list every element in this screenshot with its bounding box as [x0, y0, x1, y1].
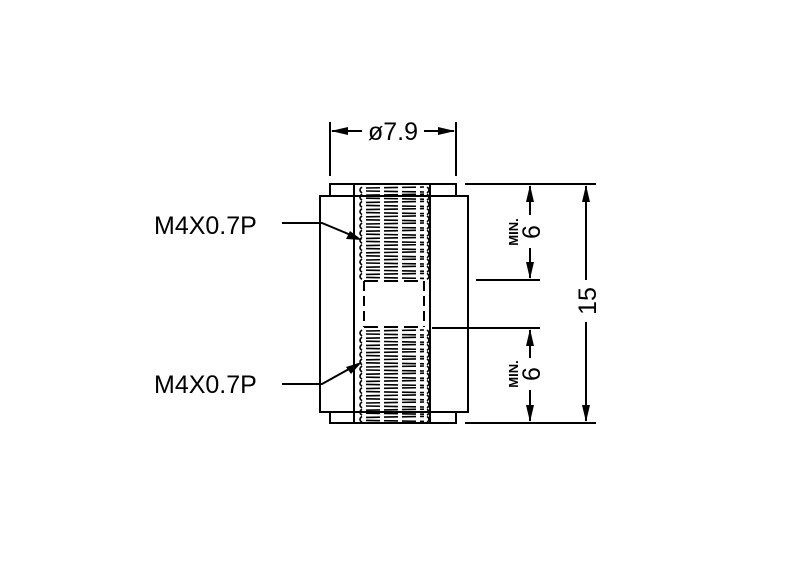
depth-dimensions: MIN. 6 MIN. 6: [432, 183, 596, 424]
thread-line: [359, 415, 430, 424]
arrow-icon: [346, 362, 362, 374]
thread-line: [359, 350, 430, 359]
thread-line: [359, 343, 430, 352]
thread-line: [359, 365, 430, 373]
thread-line: [359, 186, 430, 194]
thread-line: [359, 258, 430, 266]
thread-line: [359, 243, 430, 252]
thread-line: [359, 336, 430, 344]
thread-line: [359, 358, 430, 366]
thread-line: [359, 229, 430, 237]
thread-line: [359, 251, 430, 259]
thread-line: [359, 386, 430, 395]
bottom-flange: [329, 411, 457, 424]
min-label: MIN.: [506, 360, 521, 387]
diameter-label: ø7.9: [368, 118, 418, 146]
thread-callout-bottom: M4X0.7P: [154, 362, 362, 399]
overall-length-label: 15: [574, 287, 602, 315]
overall-length-dimension: 15: [574, 185, 602, 422]
thread-line: [359, 215, 430, 223]
thread-line: [359, 372, 430, 380]
thread-line: [359, 200, 430, 209]
thread-callout-top: M4X0.7P: [154, 212, 362, 240]
standoff-outline: [319, 183, 469, 424]
depth-value: 6: [518, 367, 546, 381]
thread-hatching: [359, 186, 430, 424]
thread-line: [359, 401, 430, 409]
diameter-dimension: ø7.9: [329, 118, 457, 176]
arrow-icon: [438, 127, 455, 135]
thread-line: [359, 265, 430, 273]
thread-callout-label: M4X0.7P: [154, 371, 257, 399]
thread-line: [359, 329, 430, 337]
thread-line: [359, 193, 430, 201]
arrow-icon: [346, 231, 362, 240]
thread-callout-label: M4X0.7P: [154, 212, 257, 240]
thread-line: [359, 379, 430, 388]
body: [319, 195, 469, 413]
thread-line: [359, 222, 430, 230]
min-label: MIN.: [506, 218, 521, 245]
depth-value: 6: [518, 225, 546, 239]
thread-line: [359, 394, 430, 402]
thread-line: [359, 236, 430, 245]
thread-line: [359, 408, 430, 416]
thread-line: [359, 207, 430, 216]
thread-line: [359, 272, 430, 281]
thread-gap: [363, 280, 425, 328]
arrow-icon: [331, 127, 348, 135]
